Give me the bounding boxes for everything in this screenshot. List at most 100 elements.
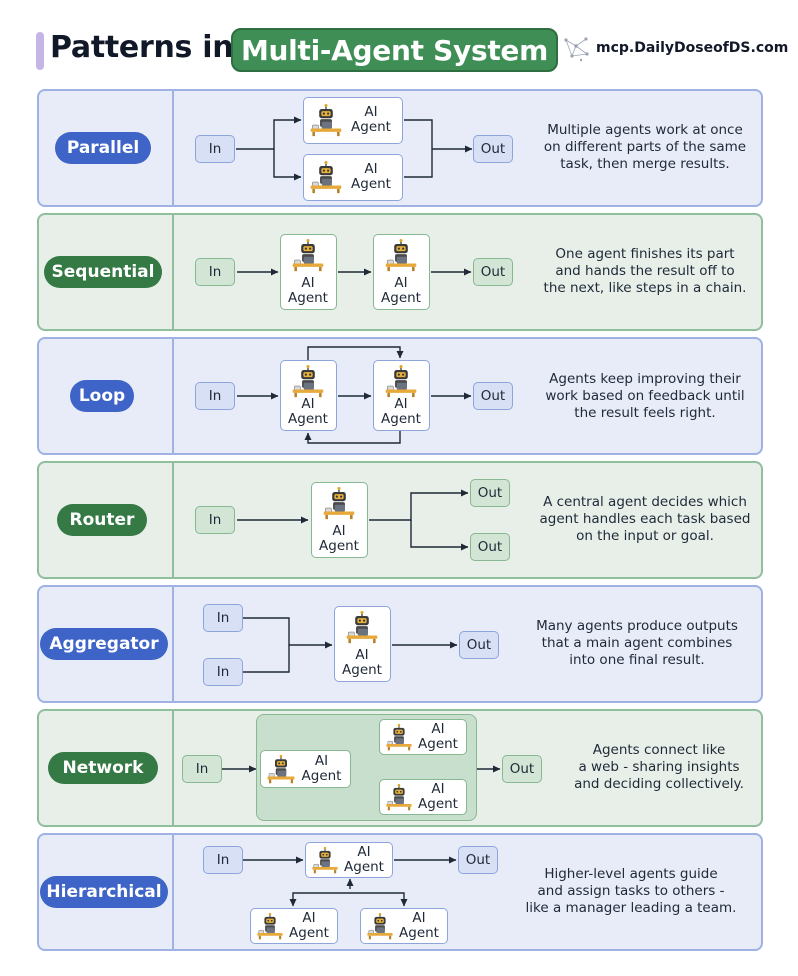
- description-line: Agents connect like: [592, 742, 726, 758]
- pattern-label-aggregator: Aggregator: [40, 628, 168, 660]
- description-line: Higher-level agents guide: [544, 866, 718, 882]
- pattern-label-router: Router: [57, 504, 147, 536]
- page-title-prefix: Patterns in: [50, 30, 234, 65]
- input-box: In: [203, 604, 243, 632]
- output-box: Out: [502, 755, 542, 783]
- description-line: and assign tasks to others -: [537, 883, 725, 899]
- agent-label-line2: Agent: [399, 924, 439, 941]
- agent-label-line1: AI: [431, 720, 445, 737]
- robot-agent-icon: [291, 364, 325, 402]
- description-line: work based on feedback until: [545, 388, 745, 404]
- agent-label-line2: Agent: [319, 538, 359, 554]
- input-box: In: [195, 506, 235, 534]
- robot-agent-icon: [322, 486, 356, 524]
- logo-icon: [564, 37, 589, 62]
- agent-label-line1: AI: [394, 275, 408, 291]
- robot-agent-icon: [384, 238, 418, 276]
- agent-label-line2: Agent: [381, 290, 421, 306]
- panel-divider: [172, 89, 174, 207]
- pattern-label-hierarchical: Hierarchical: [40, 876, 168, 908]
- agent-label-line2: Agent: [418, 795, 458, 812]
- agent-label-line2: Agent: [301, 767, 342, 784]
- output-box: Out: [459, 631, 499, 659]
- description-line: and hands the result off to: [555, 263, 735, 279]
- agent-label-line1: AI: [301, 396, 315, 412]
- robot-agent-icon: [311, 846, 339, 878]
- panel-divider: [172, 213, 174, 331]
- header-accent-bar: [36, 32, 44, 70]
- description-line: and deciding collectively.: [574, 776, 744, 792]
- description-line: on different parts of the same: [543, 139, 747, 155]
- output-box: Out: [473, 382, 513, 410]
- input-box: In: [195, 258, 235, 286]
- description-line: the result feels right.: [574, 405, 716, 421]
- description-line: agent handles each task based: [539, 511, 751, 527]
- output-box: Out: [473, 135, 513, 163]
- agent-label-line1: AI: [302, 909, 316, 926]
- pattern-label-sequential: Sequential: [44, 256, 162, 288]
- input-box: In: [203, 846, 243, 874]
- agent-label-line1: AI: [364, 161, 378, 177]
- pattern-label-loop: Loop: [70, 380, 134, 412]
- agent-label-line2: Agent: [288, 411, 328, 427]
- description-line: like a manager leading a team.: [525, 900, 737, 916]
- output-box: Out: [458, 846, 498, 874]
- agent-label-line1: AI: [364, 104, 378, 120]
- agent-label-line2: Agent: [351, 176, 391, 192]
- robot-agent-icon: [366, 912, 394, 944]
- panel-divider: [172, 709, 174, 827]
- description-line: A central agent decides which: [543, 494, 747, 510]
- pattern-label-network: Network: [48, 752, 158, 784]
- output-box: Out: [473, 258, 513, 286]
- agent-label-line2: Agent: [381, 411, 421, 427]
- output-box: Out: [470, 479, 510, 507]
- robot-agent-icon: [385, 723, 413, 755]
- agent-label-line1: AI: [314, 752, 329, 769]
- robot-agent-icon: [385, 783, 413, 815]
- agent-label-line1: AI: [431, 780, 445, 797]
- agent-label-line2: Agent: [351, 119, 391, 135]
- description-line: on the input or goal.: [576, 528, 714, 544]
- description-line: the next, like steps in a chain.: [543, 280, 747, 296]
- description-line: task, then merge results.: [560, 156, 730, 172]
- input-box: In: [195, 135, 235, 163]
- robot-agent-icon: [345, 610, 379, 648]
- agent-label-line2: Agent: [418, 735, 458, 752]
- robot-agent-icon: [291, 238, 325, 276]
- agent-label-line1: AI: [355, 647, 369, 663]
- agent-label-line2: Agent: [344, 858, 384, 875]
- description-line: a web - sharing insights: [578, 759, 740, 775]
- agent-label-line1: AI: [357, 843, 371, 860]
- agent-label-line1: AI: [301, 275, 315, 291]
- agent-label-line1: AI: [332, 523, 346, 539]
- robot-agent-icon: [309, 160, 343, 198]
- robot-agent-icon: [266, 754, 296, 788]
- description-line: Agents keep improving their: [549, 371, 741, 387]
- input-box: In: [195, 382, 235, 410]
- robot-agent-icon: [384, 364, 418, 402]
- panel-divider: [172, 585, 174, 703]
- description-line: into one final result.: [569, 652, 705, 668]
- panel-divider: [172, 461, 174, 579]
